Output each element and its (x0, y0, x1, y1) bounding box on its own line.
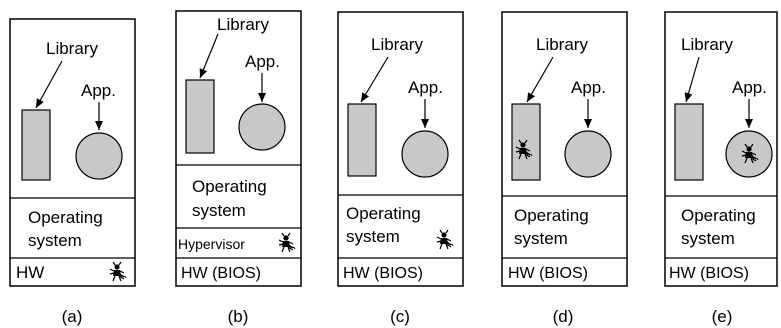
panel-c-app-label: App. (408, 78, 443, 97)
panel-a-caption: (a) (62, 307, 83, 326)
panel-b-caption: (b) (228, 307, 249, 326)
panel-c-frame (337, 11, 464, 287)
panel-a-os-label-line2: system (28, 231, 82, 250)
panel-c-hw-label: HW (BIOS) (343, 265, 423, 282)
panel-d-library-label: Library (536, 35, 588, 54)
panel-e-frame (664, 11, 778, 287)
panel-b-os-label-line2: system (192, 201, 246, 220)
panel-e-caption: (e) (712, 307, 733, 326)
panel-d-app-circle (564, 130, 612, 178)
panel-b-library-arrow (199, 33, 219, 79)
panel-c-library-arrow (360, 56, 389, 103)
panel-a-rootkit-bug-icon (109, 261, 127, 282)
panel-c: Library App. Operating system HW (BIOS) … (337, 11, 464, 326)
panel-a-os-label-line1: Operating (28, 208, 103, 227)
panel-c-rootkit-bug-icon (436, 229, 454, 250)
panel-d-os-label-line1: Operating (514, 206, 589, 225)
panel-b-frame (175, 10, 302, 287)
panel-b: Library App. Operating system Hypervisor… (175, 10, 302, 326)
panel-e-hw-label: HW (BIOS) (669, 265, 749, 282)
panel-a-library-arrow (35, 60, 63, 109)
panel-d: Library App. Operating system HW (BIOS) … (501, 11, 628, 326)
panel-a-hw-label: HW (16, 263, 44, 282)
panel-d-library-arrow (526, 56, 554, 103)
panel-d-hw-label: HW (BIOS) (508, 265, 588, 282)
panel-b-rootkit-bug-icon (278, 232, 296, 253)
panel-e-library-label: Library (681, 35, 733, 54)
panel-c-os-label-line1: Operating (346, 204, 421, 223)
panel-a-frame (9, 18, 136, 287)
panel-d-app-label: App. (571, 78, 606, 97)
panel-e-app-label: App. (732, 78, 767, 97)
panel-b-hw-label: HW (BIOS) (181, 265, 261, 282)
panel-b-os-label-line1: Operating (192, 177, 267, 196)
panel-a: Library App. Operating system HW (a) (9, 18, 136, 326)
panel-d-os-label-line2: system (514, 229, 568, 248)
panel-a-app-label: App. (81, 81, 116, 100)
panel-b-hypervisor-label: Hypervisor (178, 236, 245, 252)
panel-e: Library App. Operating system HW (BIOS) … (664, 11, 778, 326)
panel-c-app-circle (401, 130, 449, 178)
panel-e-os-label-line1: Operating (681, 206, 756, 225)
panel-c-caption: (c) (390, 307, 410, 326)
panel-e-library-block (674, 103, 704, 181)
panel-c-library-label: Library (371, 35, 423, 54)
panel-b-library-block (185, 79, 215, 154)
panel-c-library-block (347, 103, 377, 177)
panel-d-caption: (d) (553, 307, 574, 326)
panel-a-app-circle (75, 132, 123, 180)
panel-c-os-label-line2: system (346, 227, 400, 246)
panel-b-app-circle (238, 103, 286, 151)
panel-b-library-label: Library (217, 15, 269, 34)
panel-a-library-label: Library (46, 39, 98, 58)
panel-a-library-block (21, 109, 51, 181)
panel-b-app-label: App. (245, 52, 280, 71)
panel-e-library-arrow (684, 56, 700, 103)
panel-d-frame (501, 11, 628, 287)
panel-e-os-label-line2: system (681, 229, 735, 248)
